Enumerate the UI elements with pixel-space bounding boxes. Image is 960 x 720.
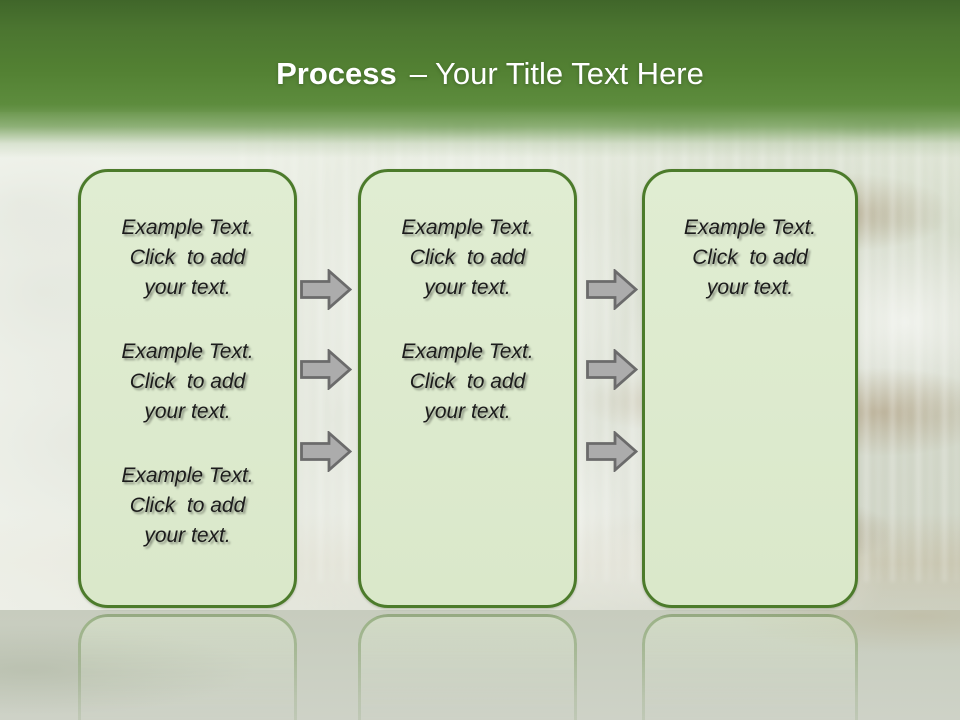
placeholder-line: your text. <box>144 524 231 547</box>
arrow-right-icon[interactable] <box>300 349 352 390</box>
placeholder-paragraph: Example Text. Click to add your text. <box>361 213 574 303</box>
arrow-right-icon[interactable] <box>300 431 352 472</box>
box-reflection <box>78 614 297 720</box>
box-reflection-shape <box>358 614 577 720</box>
placeholder-line: Example Text. <box>401 340 534 363</box>
box-reflection-shape <box>78 614 297 720</box>
placeholder-line: Click to add <box>409 246 526 269</box>
title-banner <box>0 0 960 158</box>
placeholder-line: Example Text. <box>683 216 817 239</box>
placeholder-line: Click to add <box>129 370 246 393</box>
slide-title[interactable]: Process – Your Title Text Here <box>10 52 960 96</box>
placeholder-line: your text. <box>144 400 231 423</box>
placeholder-line: your text. <box>424 400 511 423</box>
placeholder-line: your text. <box>424 276 511 299</box>
placeholder-line: Example Text. <box>401 216 534 239</box>
placeholder-paragraph: Example Text. Click to add your text. <box>81 337 294 427</box>
placeholder-line: your text. <box>706 276 794 299</box>
placeholder-paragraph: Example Text. Click to add your text. <box>361 337 574 427</box>
placeholder-line: Example Text. <box>121 340 254 363</box>
box-reflection <box>358 614 577 720</box>
placeholder-paragraph: Example Text. Click to add your text. <box>81 213 294 303</box>
placeholder-line: Click to add <box>692 246 808 269</box>
process-box-1[interactable]: Example Text. Click to add your text. Ex… <box>78 169 297 608</box>
title-subtitle: – Your Title Text Here <box>409 56 704 91</box>
arrow-right-icon[interactable] <box>586 349 638 390</box>
placeholder-line: your text. <box>144 276 231 299</box>
process-box-3[interactable]: Example Text. Click to add your text. <box>642 169 858 608</box>
placeholder-line: Click to add <box>409 370 526 393</box>
placeholder-line: Example Text. <box>121 464 254 487</box>
title-keyword: Process <box>276 56 397 91</box>
placeholder-paragraph: Example Text. Click to add your text. <box>81 461 294 551</box>
box-reflection <box>642 614 858 720</box>
arrow-right-icon[interactable] <box>586 269 638 310</box>
placeholder-paragraph: Example Text. Click to add your text. <box>645 213 855 303</box>
process-box-2[interactable]: Example Text. Click to add your text. Ex… <box>358 169 577 608</box>
arrow-right-icon[interactable] <box>586 431 638 472</box>
placeholder-line: Example Text. <box>121 216 254 239</box>
box-reflection-shape <box>642 614 858 720</box>
arrow-right-icon[interactable] <box>300 269 352 310</box>
placeholder-line: Click to add <box>129 246 246 269</box>
placeholder-line: Click to add <box>129 494 246 517</box>
